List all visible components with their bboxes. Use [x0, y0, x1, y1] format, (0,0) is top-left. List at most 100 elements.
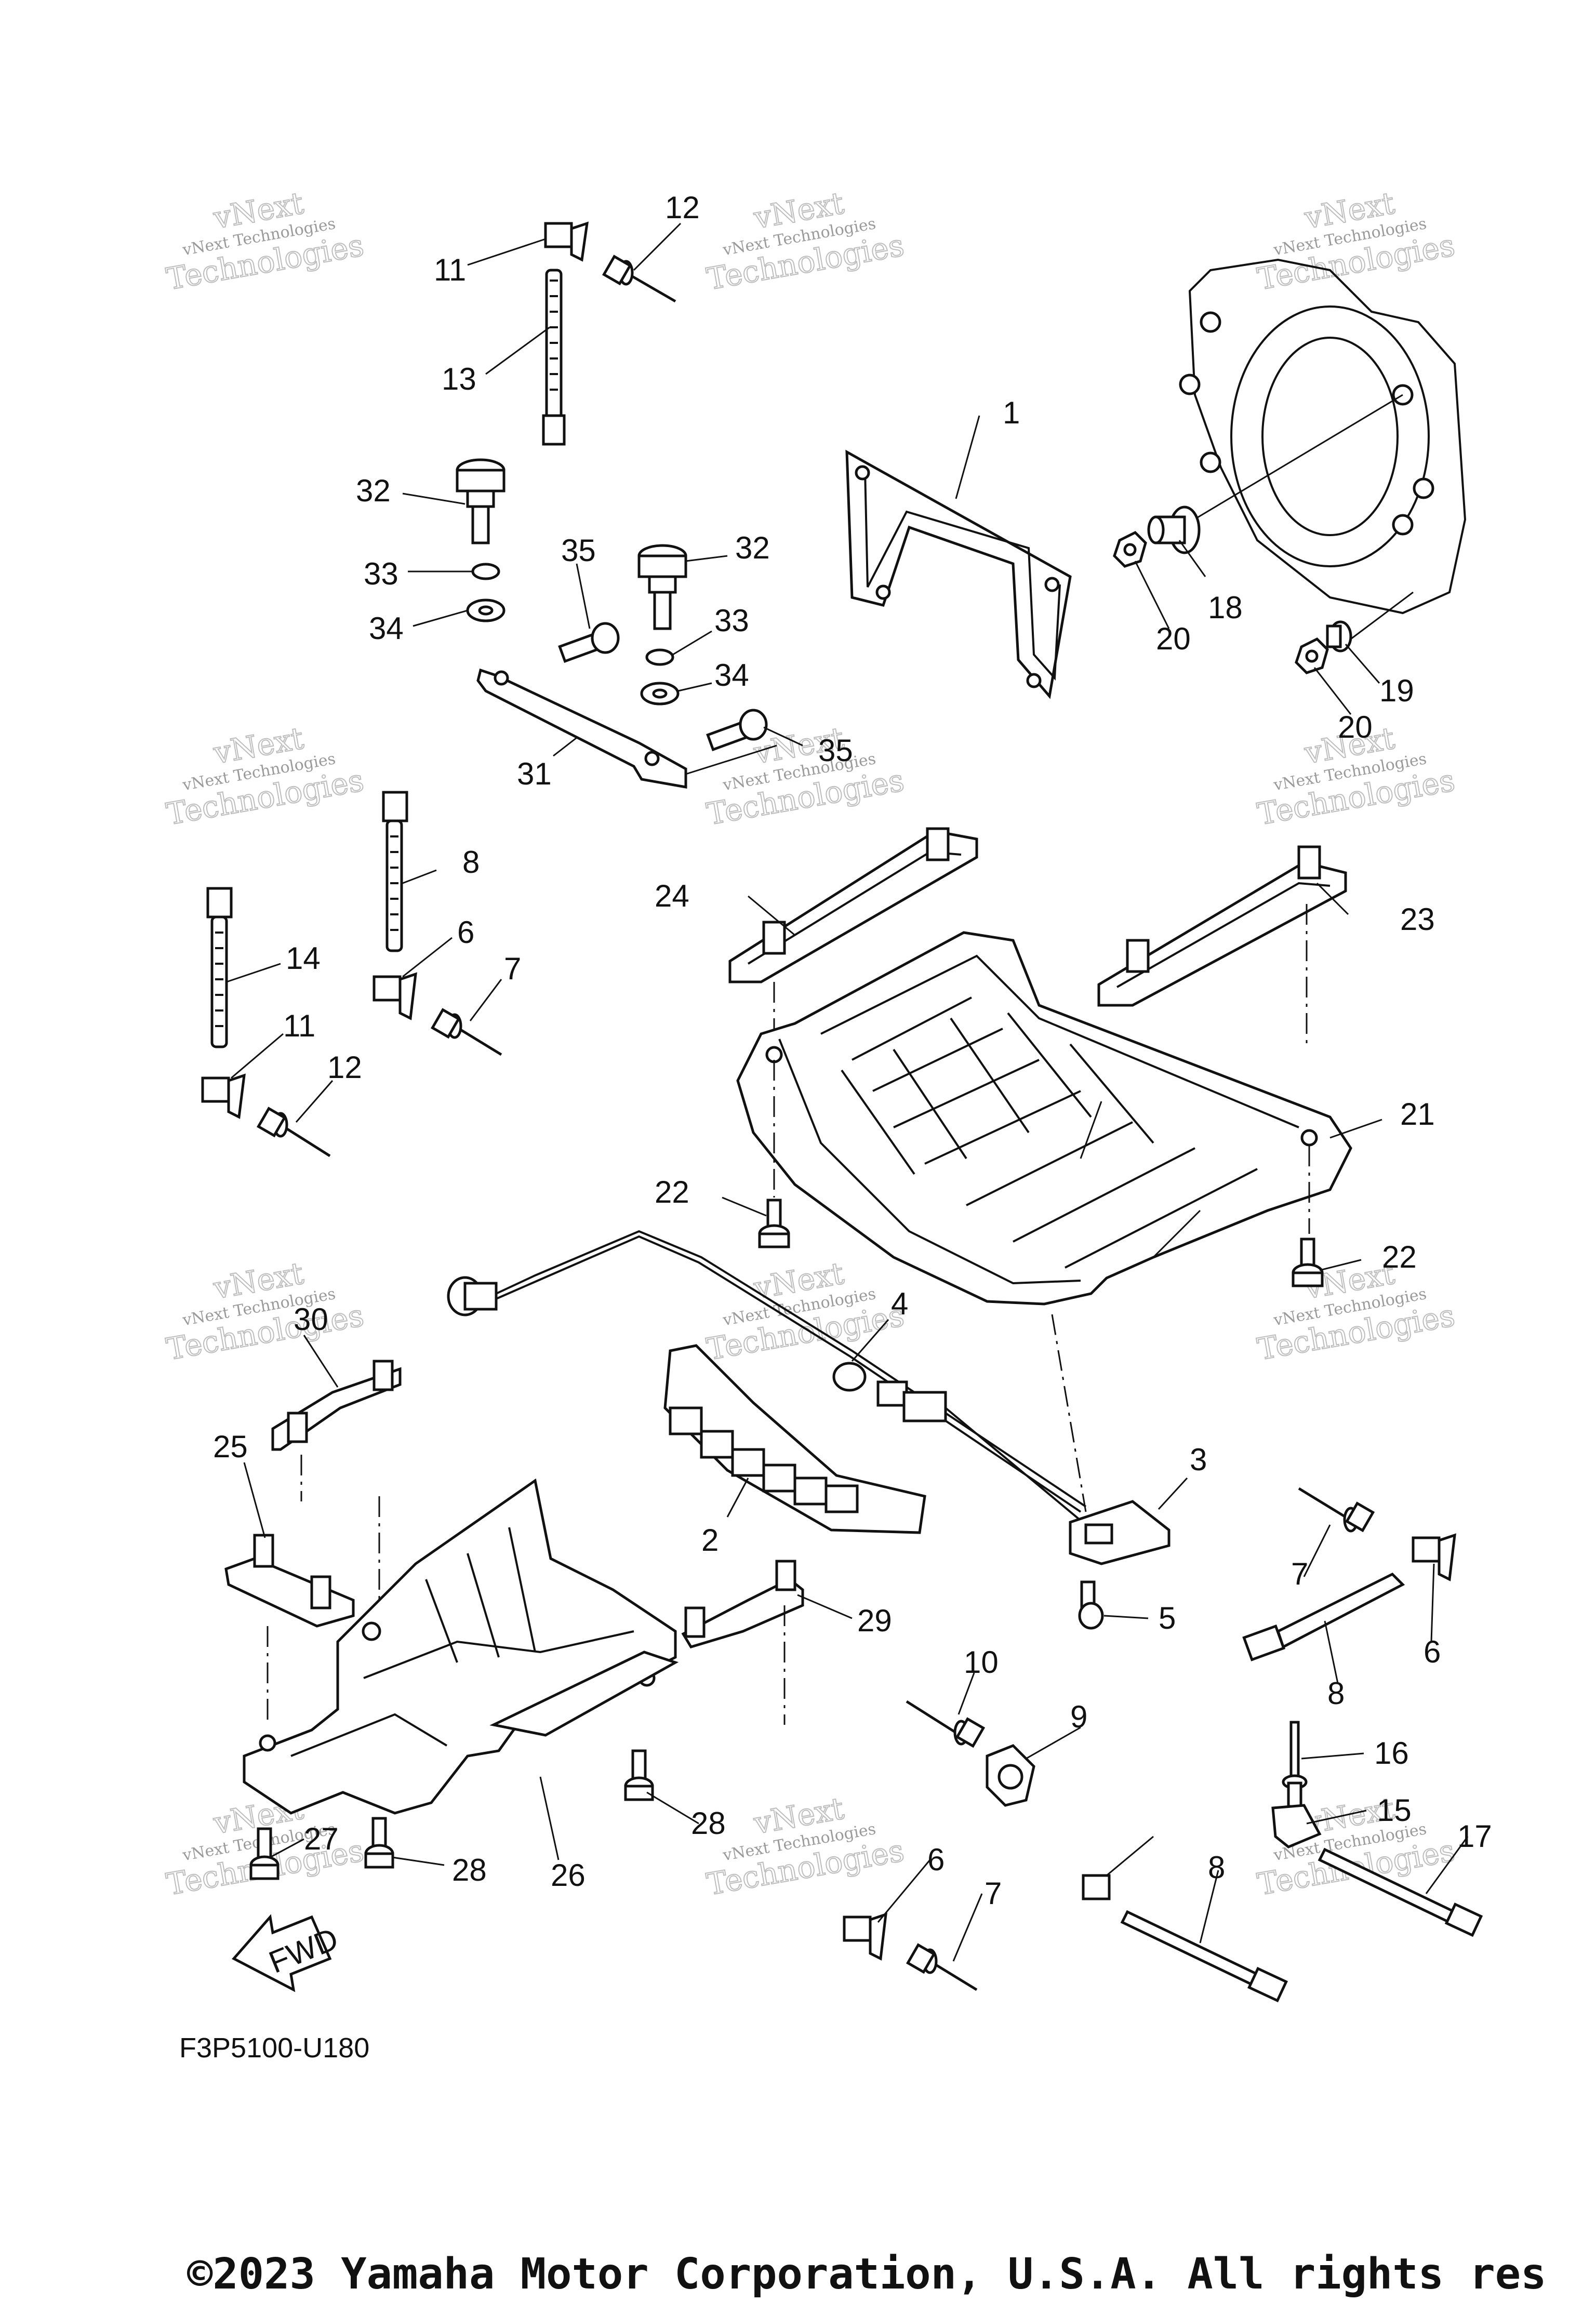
callout-16: 16: [1374, 1736, 1409, 1771]
callout-3: 3: [1190, 1442, 1207, 1477]
callout-22: 22: [1382, 1240, 1417, 1274]
callout-6: 6: [927, 1842, 945, 1877]
leader-lines: [226, 222, 1469, 1962]
callout-4: 4: [891, 1286, 908, 1321]
callout-11: 11: [283, 1008, 315, 1043]
rivet-7-lower: [906, 1943, 978, 1991]
clip-6-mid: [373, 972, 417, 1020]
callout-15: 15: [1377, 1793, 1412, 1828]
plate-25: [224, 1534, 355, 1628]
intake-26: [243, 1478, 679, 1815]
callout-33: 33: [364, 556, 398, 591]
washer-34-right: [640, 682, 680, 706]
washer-34-left: [466, 598, 506, 622]
nut-20-upper: [1113, 530, 1147, 568]
fwd-arrow-icon: FWD: [232, 1914, 343, 1992]
clip-11-mid: [201, 1073, 246, 1119]
callout-25: 25: [213, 1429, 248, 1464]
callout-26: 26: [551, 1858, 586, 1893]
tie-14: [206, 887, 233, 1048]
callout-5: 5: [1159, 1601, 1176, 1635]
washer-19: [1326, 620, 1352, 653]
callout-7: 7: [504, 951, 521, 986]
drawing-code: F3P5100-U180: [179, 2032, 369, 2064]
callout-7: 7: [985, 1876, 1002, 1911]
callout-21: 21: [1400, 1097, 1435, 1132]
tie-17: [1318, 1847, 1483, 1937]
washer-33-right: [645, 648, 674, 666]
bolt-28-right: [624, 1749, 654, 1801]
callout-32: 32: [356, 473, 391, 508]
watermark: vNext vNext Technologies Technologies: [703, 1790, 907, 1903]
copyright-notice: ©2023 Yamaha Motor Corporation, U.S.A. A…: [187, 2250, 1547, 2299]
callout-23: 23: [1400, 902, 1435, 937]
bolt-27: [249, 1827, 280, 1880]
callout-11: 11: [434, 252, 466, 287]
callout-6: 6: [457, 915, 474, 950]
bolt-28-left: [364, 1817, 394, 1869]
callout-32: 32: [735, 530, 770, 565]
callout-34: 34: [714, 658, 749, 693]
pad-2: [663, 1344, 926, 1534]
callout-29: 29: [857, 1603, 892, 1638]
tie-8-mid: [382, 791, 408, 952]
callout-31: 31: [517, 756, 552, 791]
watermark: vNext vNext Technologies Technologies: [163, 1255, 367, 1368]
damper-18: [1147, 505, 1201, 554]
watermark: vNext vNext Technologies Technologies: [703, 1255, 907, 1368]
watermark: vNext vNext Technologies Technologies: [1254, 1790, 1458, 1903]
clip-6-lower: [843, 1912, 887, 1961]
screw-5: [1078, 1580, 1104, 1630]
clip-15: [1271, 1804, 1322, 1848]
bolt-32-left: [456, 458, 506, 544]
callout-12: 12: [327, 1050, 362, 1085]
rail-23: [1097, 845, 1347, 1007]
pump-housing: [1179, 258, 1467, 648]
cable-4: [447, 1230, 1102, 1539]
callout-14: 14: [286, 941, 321, 976]
callout-2: 2: [701, 1523, 719, 1558]
bolt-22-left: [758, 1199, 790, 1248]
rail-30: [271, 1360, 402, 1451]
callout-22: 22: [655, 1175, 689, 1209]
rivet-16: [1282, 1721, 1308, 1808]
callout-6: 6: [1424, 1634, 1441, 1669]
rivet-10: [906, 1700, 986, 1748]
callout-35: 35: [561, 533, 596, 568]
tie-8-lower: [1120, 1910, 1288, 2003]
tie-8-right: [1242, 1572, 1405, 1661]
callout-19: 19: [1379, 673, 1414, 708]
rail-29: [681, 1560, 804, 1648]
clip-6-lower-right: [1082, 1874, 1111, 1900]
callout-8: 8: [1327, 1676, 1345, 1711]
bolt-32-right: [637, 544, 687, 630]
clip-11-top: [544, 221, 589, 262]
clamp-9: [986, 1744, 1035, 1807]
nut-20-lower: [1295, 637, 1329, 674]
callout-1: 1: [1003, 395, 1020, 430]
callout-13: 13: [442, 362, 476, 396]
plate-1: [845, 449, 1072, 699]
callout-35: 35: [818, 733, 853, 768]
washer-33-left: [471, 563, 500, 580]
watermark: vNext vNext Technologies Technologies: [1254, 185, 1458, 298]
callout-20: 20: [1156, 621, 1191, 656]
callout-10: 10: [964, 1645, 999, 1680]
callout-8: 8: [462, 845, 480, 880]
callout-33: 33: [714, 603, 749, 638]
watermark: vNext vNext Technologies Technologies: [163, 185, 367, 298]
bolt-35-right: [706, 709, 768, 751]
callout-34: 34: [369, 611, 404, 646]
bracket-3: [1069, 1500, 1171, 1565]
tie-13: [542, 269, 566, 446]
callout-labels: 1 2 3 4 5 6 6 6 7 7 7 8 8 8 9 10 11 11 1…: [213, 190, 1492, 1911]
rivet-7-right: [1298, 1487, 1375, 1533]
callout-7: 7: [1291, 1556, 1308, 1591]
bracket-31: [476, 668, 687, 789]
callout-20: 20: [1338, 710, 1373, 744]
callout-9: 9: [1070, 1699, 1087, 1734]
callout-18: 18: [1208, 590, 1243, 625]
callout-27: 27: [304, 1821, 339, 1856]
callout-8: 8: [1208, 1850, 1225, 1885]
bolt-35-left: [558, 622, 620, 663]
